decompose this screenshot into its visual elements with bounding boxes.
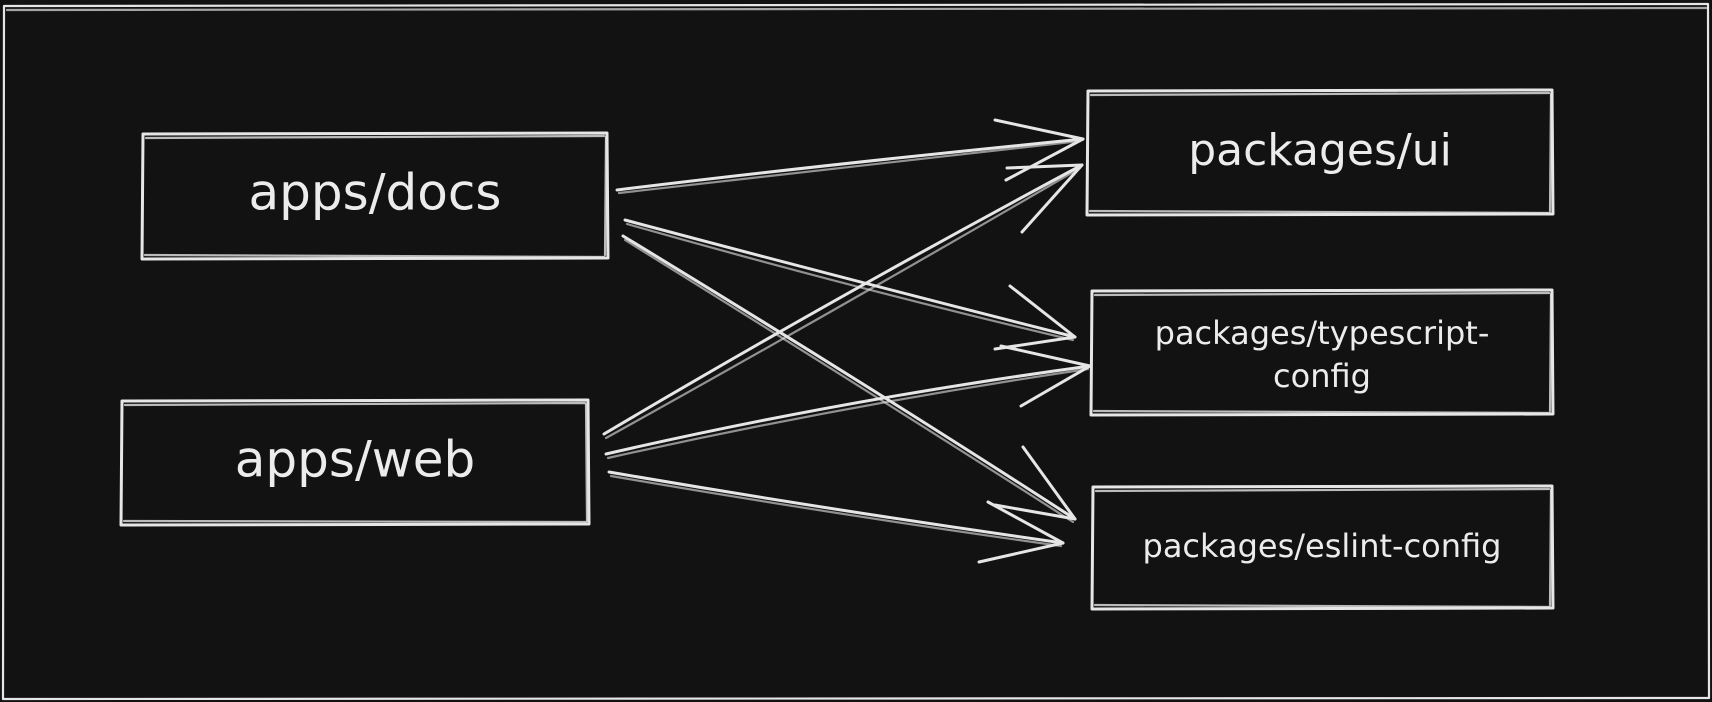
arrow-web-to-eslint-config bbox=[607, 470, 1065, 564]
arrow-docs-to-typescript-config bbox=[623, 218, 1077, 351]
node-label-packages-ui: packages/ui bbox=[1188, 125, 1452, 176]
node-label-packages-typescript-config-line1: packages/typescript- bbox=[1155, 314, 1490, 352]
node-label-apps-web: apps/web bbox=[235, 431, 475, 489]
node-label-apps-docs: apps/docs bbox=[249, 164, 502, 222]
arrow-web-to-ui bbox=[602, 163, 1084, 440]
node-packages-eslint-config[interactable]: packages/eslint-config bbox=[1090, 484, 1555, 611]
node-label-packages-typescript-config-line2: config bbox=[1273, 357, 1371, 395]
node-packages-typescript-config[interactable]: packages/typescript- config bbox=[1089, 288, 1555, 417]
arrow-web-to-typescript-config bbox=[604, 344, 1092, 460]
node-apps-web[interactable]: apps/web bbox=[119, 398, 591, 527]
node-apps-docs[interactable]: apps/docs bbox=[140, 131, 610, 261]
node-label-packages-eslint-config: packages/eslint-config bbox=[1143, 527, 1502, 565]
arrow-docs-to-ui bbox=[615, 118, 1085, 195]
node-packages-ui[interactable]: packages/ui bbox=[1085, 88, 1555, 217]
arrow-docs-to-eslint-config bbox=[621, 234, 1077, 524]
